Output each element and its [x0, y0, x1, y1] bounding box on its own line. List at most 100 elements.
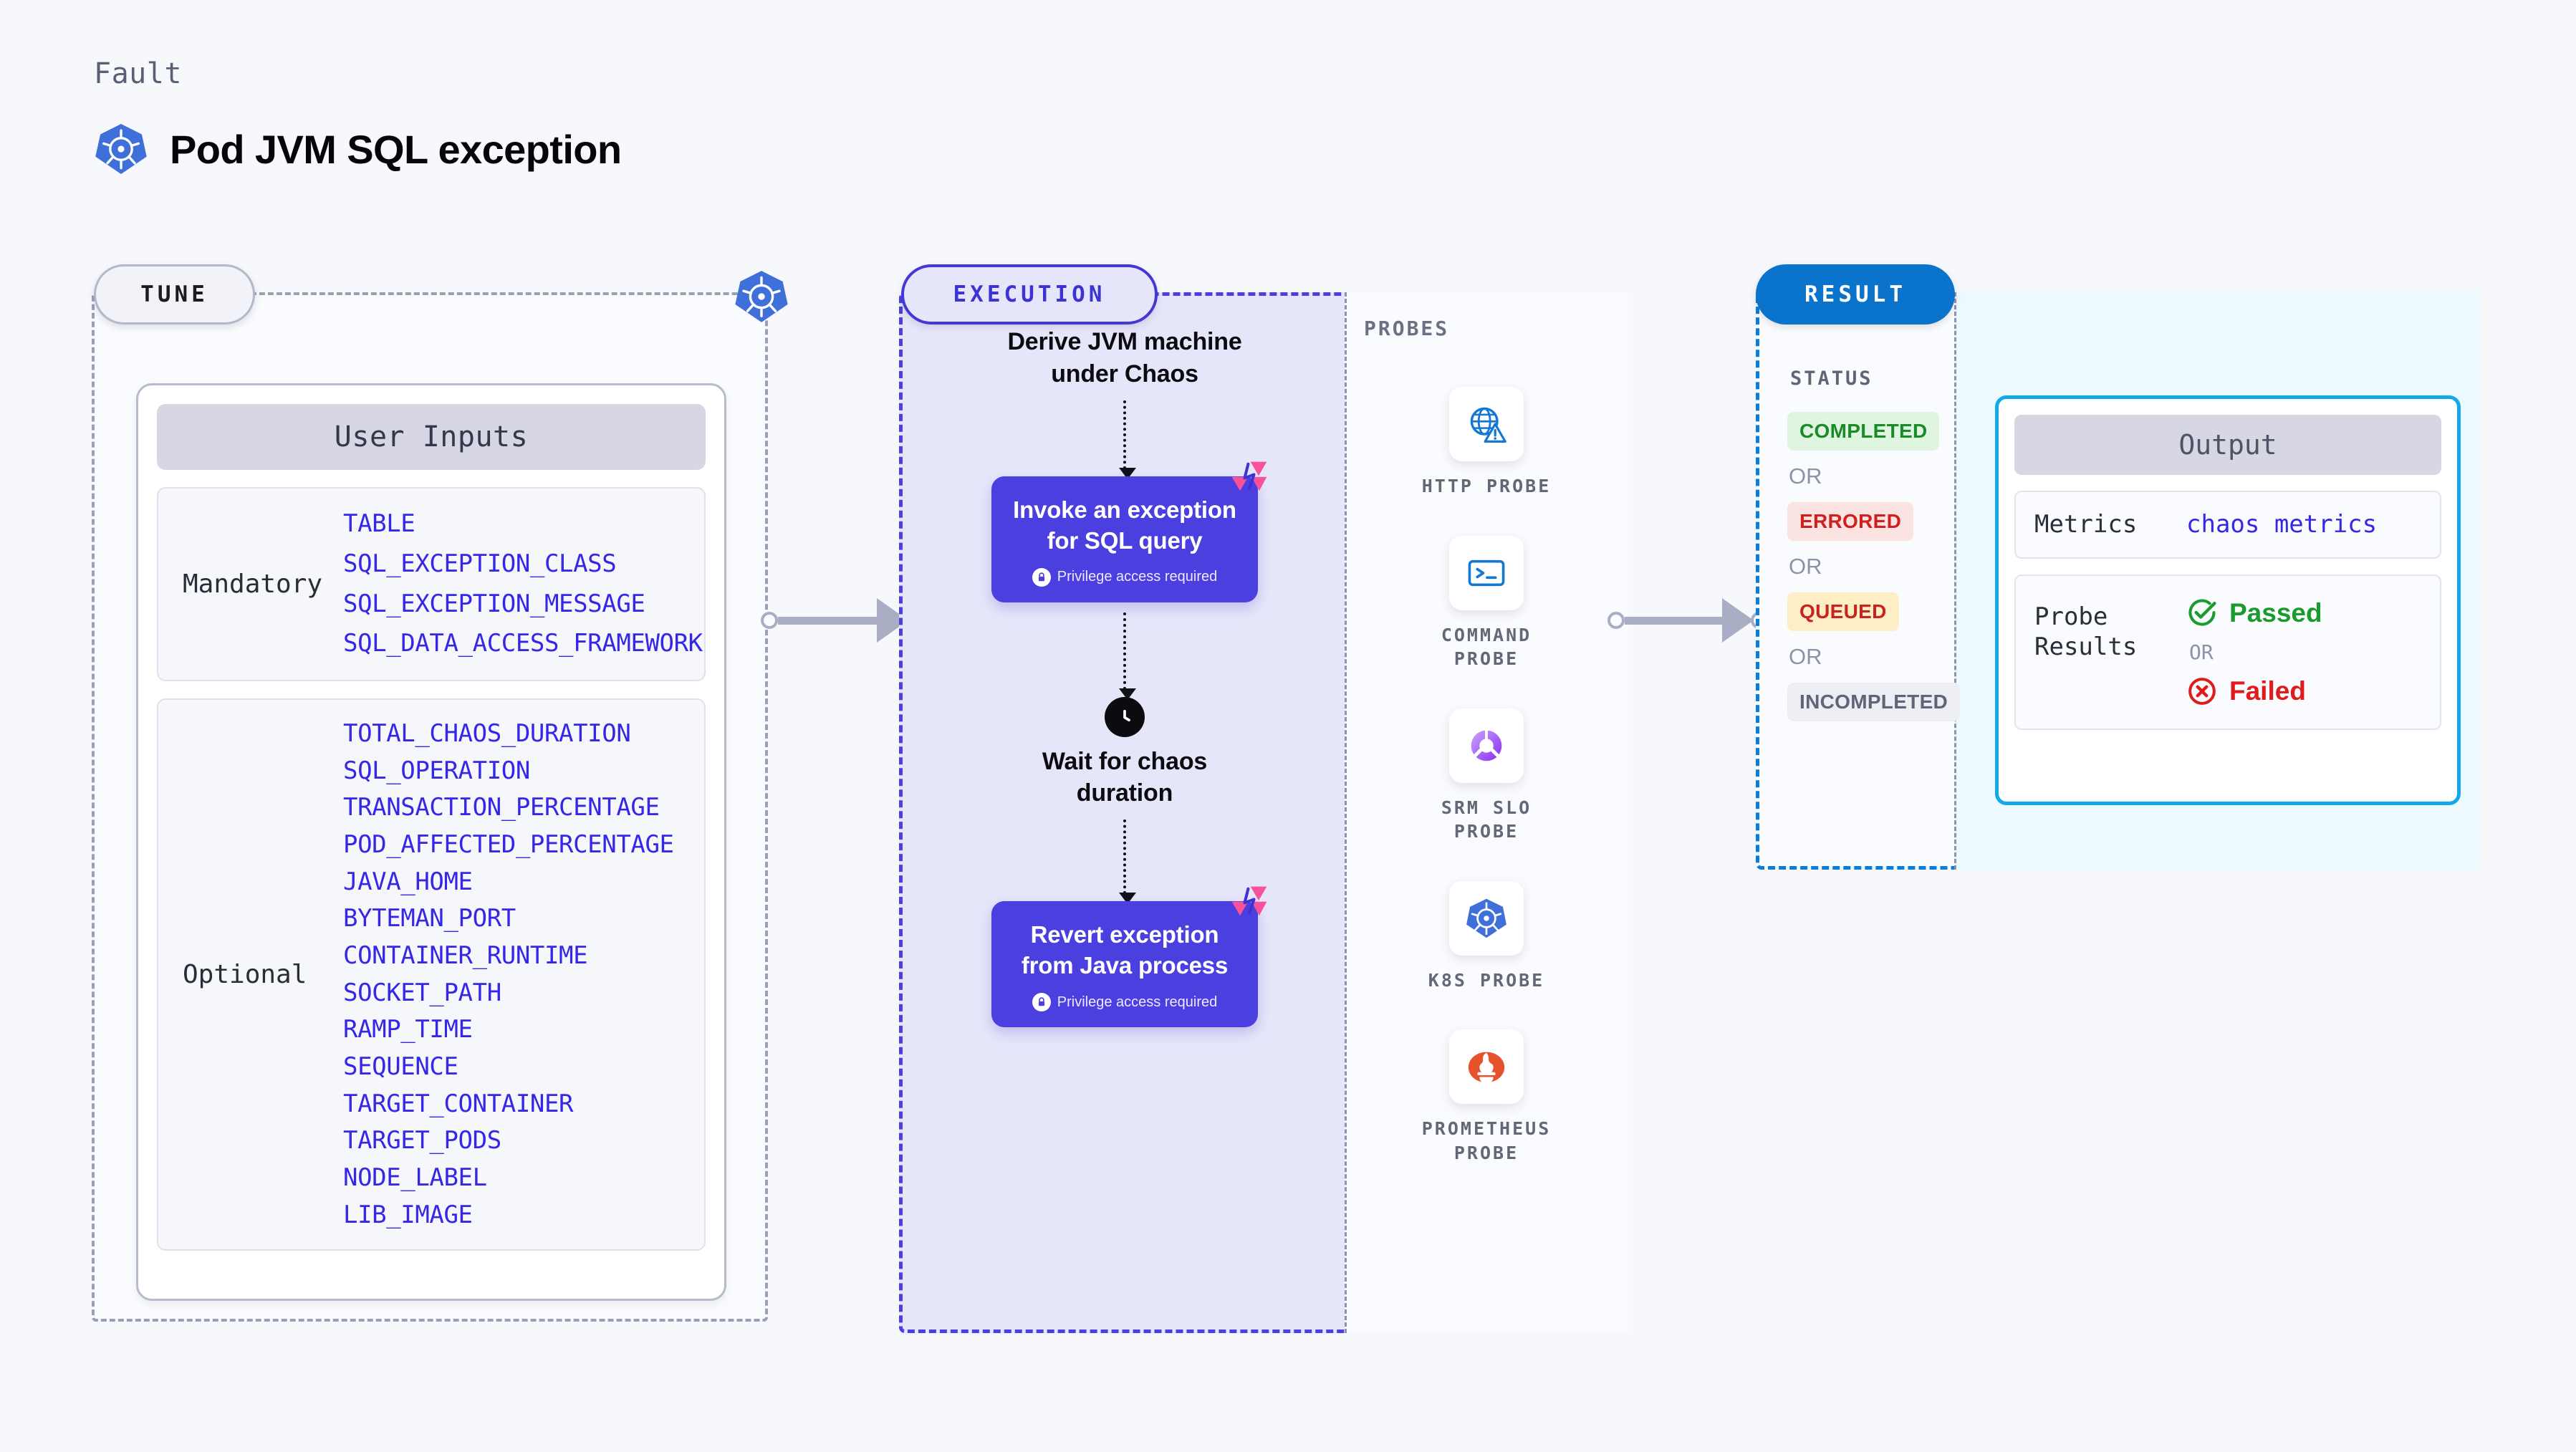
connector-line	[1625, 616, 1725, 625]
output-probe-results-key: Probe Results	[2034, 602, 2138, 662]
probe-k8s[interactable]: K8S PROBE	[1428, 880, 1544, 993]
prometheus-icon	[1468, 1052, 1505, 1085]
param-group-label: Optional	[183, 960, 307, 990]
probe-tile	[1448, 708, 1524, 783]
param-item[interactable]: TRANSACTION_PERCENTAGE	[343, 793, 660, 822]
flow-arrow	[1119, 819, 1136, 905]
execution-card-note: Privilege access required	[1007, 993, 1242, 1012]
user-inputs-title: User Inputs	[157, 404, 706, 470]
param-item[interactable]: NODE_LABEL	[343, 1163, 487, 1193]
probes-section	[1345, 292, 1628, 1333]
user-inputs-panel: User Inputs Mandatory TABLE SQL_EXCEPTIO…	[136, 383, 726, 1301]
fault-kicker: Fault	[94, 57, 182, 90]
execution-step-wait: Wait for chaos duration	[1042, 747, 1208, 807]
lock-icon	[1032, 567, 1051, 587]
check-circle-icon	[2188, 599, 2216, 626]
connector-arrowhead	[1722, 598, 1754, 643]
param-item[interactable]: POD_AFFECTED_PERCENTAGE	[343, 830, 674, 860]
execution-card-title: Invoke an exception for SQL query	[1013, 496, 1236, 554]
kubernetes-icon	[95, 124, 147, 174]
probe-prometheus[interactable]: PROMETHEUS PROBE	[1422, 1029, 1552, 1165]
execution-card-note-text: Privilege access required	[1057, 994, 1218, 1010]
param-item[interactable]: SQL_EXCEPTION_MESSAGE	[343, 589, 645, 618]
connector-dot	[1607, 612, 1625, 629]
output-card: Output Metrics chaos metrics Probe Resul…	[1995, 395, 2461, 805]
execution-pill: EXECUTION	[901, 264, 1158, 324]
page-title-text: Pod JVM SQL exception	[170, 126, 622, 172]
param-item[interactable]: SQL_OPERATION	[343, 756, 530, 785]
result-pill: RESULT	[1756, 264, 1955, 324]
tune-pill: TUNE	[94, 264, 255, 324]
probe-label: PROMETHEUS PROBE	[1421, 1118, 1552, 1163]
param-list-mandatory: TABLE SQL_EXCEPTION_CLASS SQL_EXCEPTION_…	[343, 504, 703, 664]
probe-command[interactable]: COMMAND PROBE	[1441, 535, 1532, 671]
param-item[interactable]: SQL_DATA_ACCESS_FRAMEWORK	[343, 629, 703, 658]
param-item[interactable]: CONTAINER_RUNTIME	[343, 941, 588, 971]
x-circle-icon	[2188, 677, 2216, 705]
param-item[interactable]: TARGET_PODS	[343, 1126, 501, 1155]
execution-card-note: Privilege access required	[1007, 567, 1242, 587]
probe-tile	[1449, 880, 1524, 956]
param-item[interactable]: TARGET_CONTAINER	[343, 1089, 574, 1118]
status-badge: QUEUED	[1787, 592, 1899, 631]
flow-arrow	[1119, 400, 1136, 479]
execution-card-invoke[interactable]: Invoke an exception for SQL query Privil…	[991, 461, 1267, 602]
probe-tile	[1448, 387, 1524, 461]
param-item[interactable]: LIB_IMAGE	[343, 1200, 473, 1229]
probe-result-values: Passed OR Failed	[2186, 597, 2322, 707]
param-item[interactable]: SOCKET_PATH	[343, 978, 501, 1007]
execution-flow: Derive JVM machine under Chaos Invoke an…	[917, 326, 1332, 1028]
clock-icon	[1105, 696, 1145, 737]
execution-step-derive: Derive JVM machine under Chaos	[1007, 328, 1242, 388]
execution-card-revert[interactable]: Revert exception from Java process Privi…	[991, 886, 1267, 1028]
probe-result-failed-label: Failed	[2229, 675, 2306, 706]
status-badge: INCOMPLETED	[1787, 683, 1961, 721]
param-item[interactable]: SEQUENCE	[343, 1052, 458, 1082]
status-list: COMPLETED OR ERRORED OR QUEUED OR INCOMP…	[1787, 412, 1966, 721]
probe-srm-slo[interactable]: SRM SLO PROBE	[1441, 708, 1532, 844]
output-metrics-value[interactable]: chaos metrics	[2186, 510, 2378, 539]
probe-http[interactable]: HTTP PROBE	[1422, 387, 1552, 499]
probe-tile	[1448, 1029, 1524, 1104]
probes-section-label: PROBES	[1364, 317, 1450, 340]
param-item[interactable]: RAMP_TIME	[343, 1015, 473, 1044]
param-item[interactable]: JAVA_HOME	[343, 867, 473, 896]
probe-list: HTTP PROBE COMMAND PROBE	[1345, 387, 1628, 1165]
param-group-mandatory: Mandatory TABLE SQL_EXCEPTION_CLASS SQL_…	[157, 487, 706, 681]
lock-icon	[1032, 993, 1051, 1012]
execution-card-note-text: Privilege access required	[1057, 569, 1218, 585]
slo-donut-check-icon	[1471, 727, 1502, 761]
param-item[interactable]: SQL_EXCEPTION_CLASS	[343, 549, 617, 578]
probe-label: COMMAND PROBE	[1441, 624, 1532, 670]
execution-card-title: Revert exception from Java process	[1021, 921, 1229, 979]
connector-line	[778, 616, 880, 625]
probe-result-failed: Failed	[2186, 675, 2322, 707]
kubernetes-icon	[1466, 898, 1506, 938]
status-badge: COMPLETED	[1787, 412, 1940, 451]
page-title: Pod JVM SQL exception	[94, 122, 622, 176]
probe-tile	[1448, 535, 1524, 610]
probe-label: SRM SLO PROBE	[1441, 797, 1532, 842]
probe-result-passed-label: Passed	[2229, 597, 2322, 628]
flow-arrow	[1119, 612, 1136, 700]
or-separator: OR	[1789, 554, 1822, 579]
or-separator: OR	[2189, 640, 2214, 664]
kubernetes-icon	[735, 271, 788, 322]
param-group-label: Mandatory	[183, 569, 323, 599]
param-item[interactable]: TOTAL_CHAOS_DURATION	[343, 719, 631, 748]
or-separator: OR	[1789, 463, 1822, 489]
status-label: STATUS	[1790, 367, 1873, 390]
litmus-chaos-icon	[1231, 886, 1267, 916]
globe-warning-icon	[1470, 407, 1506, 443]
param-group-optional: Optional TOTAL_CHAOS_DURATION SQL_OPERAT…	[157, 698, 706, 1251]
output-probe-results-row: Probe Results Passed OR Faile	[2014, 574, 2441, 730]
connector-dot	[761, 612, 778, 629]
param-item[interactable]: TABLE	[343, 509, 415, 538]
or-separator: OR	[1789, 644, 1822, 669]
output-metrics-row: Metrics chaos metrics	[2014, 491, 2441, 559]
param-list-optional: TOTAL_CHAOS_DURATION SQL_OPERATION TRANS…	[343, 716, 691, 1234]
status-badge: ERRORED	[1787, 502, 1914, 541]
probe-label: HTTP PROBE	[1421, 476, 1552, 496]
param-item[interactable]: BYTEMAN_PORT	[343, 904, 516, 933]
